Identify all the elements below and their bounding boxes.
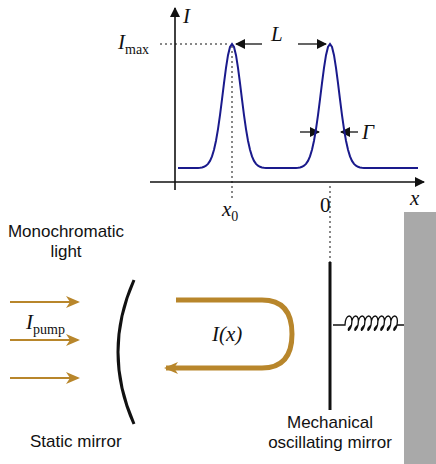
- oscillating-mirror: [329, 262, 332, 410]
- pump-label: Ipump: [26, 310, 65, 334]
- x-axis: [150, 181, 424, 183]
- axis-value: x0: [222, 197, 238, 221]
- axis-value: 0: [320, 193, 331, 217]
- axis-value: Imax: [118, 30, 149, 54]
- static-mirror: [118, 280, 134, 424]
- mirror-label: Static mirror: [30, 432, 122, 452]
- cavity-beam: [166, 300, 292, 368]
- axis-label: x: [410, 186, 419, 210]
- wall: [404, 212, 436, 464]
- dotted-guide: [160, 44, 230, 45]
- beam-label: I(x): [212, 322, 242, 346]
- y-axis: [174, 8, 176, 190]
- axis-label: I: [183, 4, 190, 28]
- mirror-label: Mechanical oscillating mirror: [262, 413, 398, 452]
- pump-arrow: [10, 339, 78, 341]
- light-label: Monochromatic light: [6, 222, 126, 261]
- pump-arrow: [10, 301, 78, 303]
- dimension-arrow: [298, 43, 326, 44]
- dimension-label: L: [271, 22, 283, 46]
- width-label: Γ: [362, 120, 374, 144]
- dimension-arrow: [236, 43, 262, 44]
- dotted-guide: [232, 46, 233, 198]
- spring: [333, 316, 404, 330]
- intensity-curve: [178, 44, 418, 168]
- pump-arrow: [10, 377, 78, 379]
